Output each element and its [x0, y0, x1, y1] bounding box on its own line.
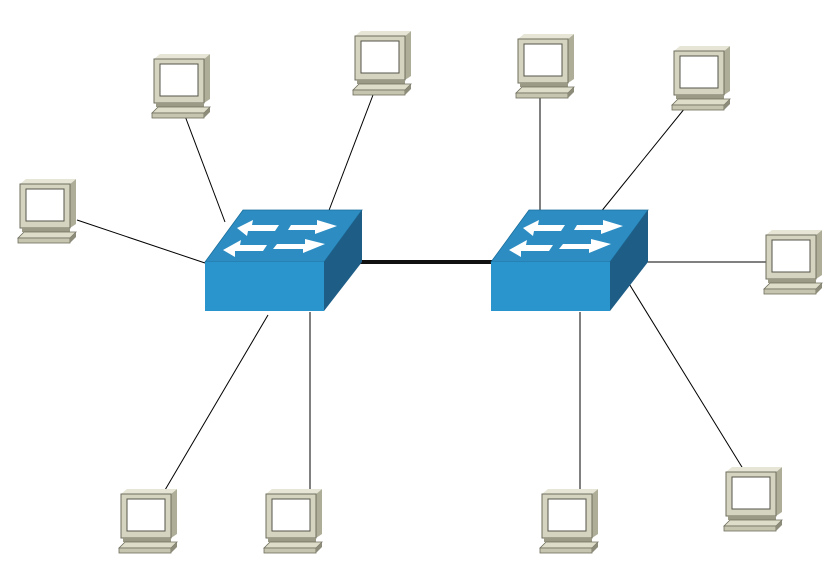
computer-icon — [671, 45, 731, 111]
computer-icon — [118, 488, 178, 554]
computer-pc-9 — [539, 488, 599, 554]
computer-pc-3 — [17, 178, 77, 244]
switch-right — [490, 209, 649, 312]
link-pc-2 — [327, 94, 374, 214]
links-layer — [76, 94, 768, 491]
computer-pc-4 — [118, 488, 178, 554]
computer-icon — [263, 488, 323, 554]
link-pc-10 — [627, 281, 746, 473]
computer-icon — [17, 178, 77, 244]
computer-icon — [539, 488, 599, 554]
link-pc-7 — [599, 107, 686, 214]
computer-pc-2 — [352, 30, 412, 96]
switch-left — [204, 209, 363, 312]
computer-pc-8 — [763, 229, 823, 295]
computer-pc-6 — [515, 33, 575, 99]
computer-pc-10 — [723, 466, 783, 532]
network-switch-icon — [490, 209, 649, 312]
computer-icon — [515, 33, 575, 99]
computer-pc-7 — [671, 45, 731, 111]
computer-pc-5 — [263, 488, 323, 554]
computer-icon — [723, 466, 783, 532]
computer-icon — [151, 53, 211, 119]
computer-icon — [352, 30, 412, 96]
computer-icon — [763, 229, 823, 295]
link-pc-3 — [76, 219, 206, 264]
link-pc-1 — [184, 115, 226, 223]
link-pc-4 — [164, 314, 269, 491]
network-switch-icon — [204, 209, 363, 312]
computer-pc-1 — [151, 53, 211, 119]
